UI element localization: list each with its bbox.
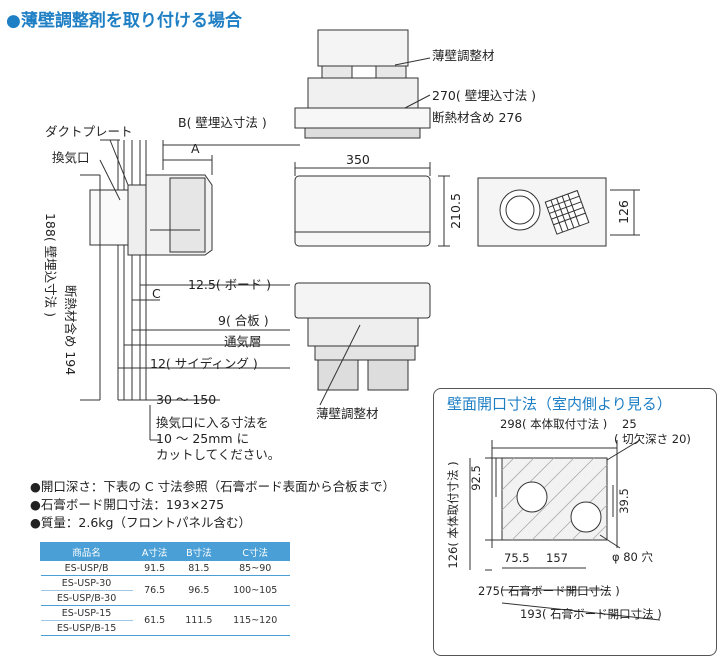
vertical-dimension-194: 断熱材含め 194 bbox=[63, 285, 78, 375]
header-b: B寸法 bbox=[176, 542, 222, 561]
a-dimension-label: A bbox=[191, 141, 200, 156]
duct-plate-label: ダクトプレート bbox=[45, 124, 133, 139]
insulation-276: 断熱材含め 276 bbox=[432, 110, 522, 125]
board-opening-275: 275( 石膏ボード開口寸法 ) bbox=[478, 584, 620, 598]
height-210-5: 210.5 bbox=[448, 193, 463, 229]
top-material-label: 薄壁調整材 bbox=[432, 48, 495, 63]
bottom-material-label: 薄壁調整材 bbox=[316, 406, 379, 421]
hole-diameter-80: φ 80 穴 bbox=[612, 550, 654, 564]
table-row: ES-USP-30 76.5 96.5 100~105 bbox=[40, 575, 290, 606]
siding-thickness-label: 12( サイディング ) bbox=[150, 356, 258, 371]
body-width-298: 298( 本体取付寸法 ) bbox=[500, 417, 607, 431]
dimension-270: 270( 壁埋込寸法 ) bbox=[432, 88, 536, 103]
spec-notes: ●開口深さ：下表の C 寸法参照（石膏ボード表面から合板まで） ●石膏ボード開口… bbox=[30, 478, 395, 532]
board-opening-193: 193( 石膏ボード開口寸法 ) bbox=[520, 607, 662, 621]
b-dimension-label: B( 壁埋込寸法 ) bbox=[178, 115, 267, 130]
cut-width-25: 25 bbox=[622, 417, 637, 431]
note-mass: ●質量：2.6kg（フロントパネル含む） bbox=[30, 515, 251, 530]
plywood-thickness-label: 9( 合板 ) bbox=[218, 313, 269, 328]
header-product: 商品名 bbox=[39, 542, 134, 561]
cut-note-line-2: 10 ～ 25mm に bbox=[156, 431, 249, 446]
side-view bbox=[80, 139, 300, 441]
page-title: ●薄壁調整剤を取り付ける場合 bbox=[6, 11, 242, 31]
header-a: A寸法 bbox=[132, 542, 178, 561]
air-layer-label: 通気層 bbox=[224, 334, 262, 349]
width-350: 350 bbox=[346, 152, 370, 167]
opening-drawing bbox=[469, 439, 661, 621]
c-dimension-label: C bbox=[152, 286, 161, 301]
header-c: C寸法 bbox=[220, 542, 290, 561]
table-header-row: 商品名 A寸法 B寸法 C寸法 bbox=[39, 542, 290, 561]
exhaust-port-label: 換気口 bbox=[52, 150, 90, 165]
cut-note-line-1: 換気口に入る寸法を bbox=[156, 415, 269, 430]
top-view bbox=[294, 29, 431, 139]
height-126: 126 bbox=[616, 200, 631, 224]
table-row: ES-USP/B 91.5 81.5 85~90 bbox=[40, 560, 290, 576]
range-label: 30 ～ 150 bbox=[156, 392, 216, 407]
vertical-dimension-188: 188( 壁埋込寸法 ) bbox=[43, 213, 58, 317]
note-depth: ●開口深さ：下表の C 寸法参照（石膏ボード表面から合板まで） bbox=[30, 479, 396, 494]
table-row: ES-USP/B-15 bbox=[40, 620, 290, 636]
front-view bbox=[294, 162, 450, 247]
table-row: ES-USP-15 61.5 111.5 115~120 bbox=[40, 605, 290, 636]
body-height-126: 126( 本体取付寸法 ) bbox=[446, 461, 460, 568]
cut-note-line-3: カットしてください。 bbox=[156, 447, 280, 462]
dimension-table: 商品名 A寸法 B寸法 C寸法 ES-USP/B 91.5 81.5 85~90… bbox=[39, 542, 290, 636]
dimension-157: 157 bbox=[546, 551, 568, 565]
note-board-opening: ●石膏ボード開口寸法：193×275 bbox=[30, 497, 225, 512]
dimension-92-5: 92.5 bbox=[469, 465, 483, 491]
board-thickness-label: 12.5( ボード ) bbox=[188, 277, 271, 292]
interior-view bbox=[477, 177, 640, 247]
opening-detail-frame bbox=[433, 388, 717, 656]
dimension-75-5: 75.5 bbox=[504, 551, 530, 565]
table-row: ES-USP/B-30 bbox=[40, 590, 290, 606]
dimension-39-5: 39.5 bbox=[617, 488, 631, 514]
cut-depth-20: ( 切欠深さ 20) bbox=[614, 432, 691, 446]
bottom-view bbox=[294, 282, 431, 406]
opening-detail-title: 壁面開口寸法（室内側より見る） bbox=[447, 395, 672, 413]
